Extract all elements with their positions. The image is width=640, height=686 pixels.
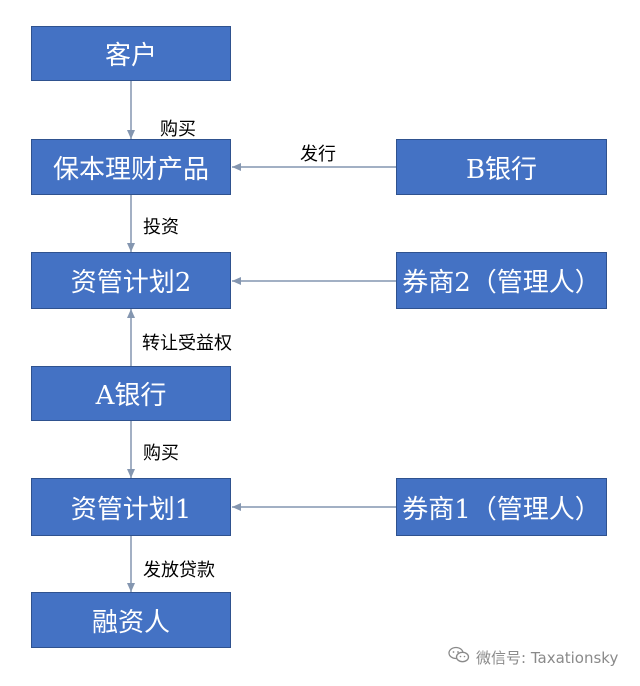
node-customer: 客户 — [31, 26, 231, 81]
watermark-text: 微信号: Taxationsky — [476, 648, 619, 667]
node-bank-b-label: B银行 — [465, 154, 538, 185]
node-product-label: 保本理财产品 — [52, 154, 209, 185]
node-bank-b: B银行 — [396, 139, 607, 195]
node-product: 保本理财产品 — [31, 139, 231, 195]
node-broker1: 券商1（管理人） — [396, 478, 607, 536]
node-broker2-label: 券商2（管理人） — [402, 268, 601, 298]
edge-label-bank-a-to-plan1: 购买 — [143, 443, 179, 464]
wechat-icon — [448, 646, 470, 668]
edge-label-bank-a-to-plan2: 转让受益权 — [142, 333, 232, 354]
node-borrower-label: 融资人 — [91, 607, 170, 638]
node-bank-a-label: A银行 — [95, 381, 167, 411]
node-plan2-label: 资管计划2 — [70, 268, 192, 298]
edge-label-customer-to-product: 购买 — [160, 119, 196, 140]
node-bank-a: A银行 — [31, 366, 231, 421]
node-broker2: 券商2（管理人） — [396, 252, 607, 309]
edge-label-plan1-to-borrower: 发放贷款 — [143, 560, 215, 581]
edge-label-bank-b-to-product: 发行 — [300, 144, 336, 165]
node-plan2: 资管计划2 — [31, 252, 231, 309]
node-customer-label: 客户 — [104, 41, 157, 71]
watermark: 微信号: Taxationsky — [448, 646, 618, 668]
node-borrower: 融资人 — [31, 592, 231, 648]
node-plan1-label: 资管计划1 — [70, 494, 192, 525]
edge-label-product-to-plan2: 投资 — [143, 217, 179, 238]
node-plan1: 资管计划1 — [31, 478, 231, 536]
node-broker1-label: 券商1（管理人） — [402, 494, 601, 525]
